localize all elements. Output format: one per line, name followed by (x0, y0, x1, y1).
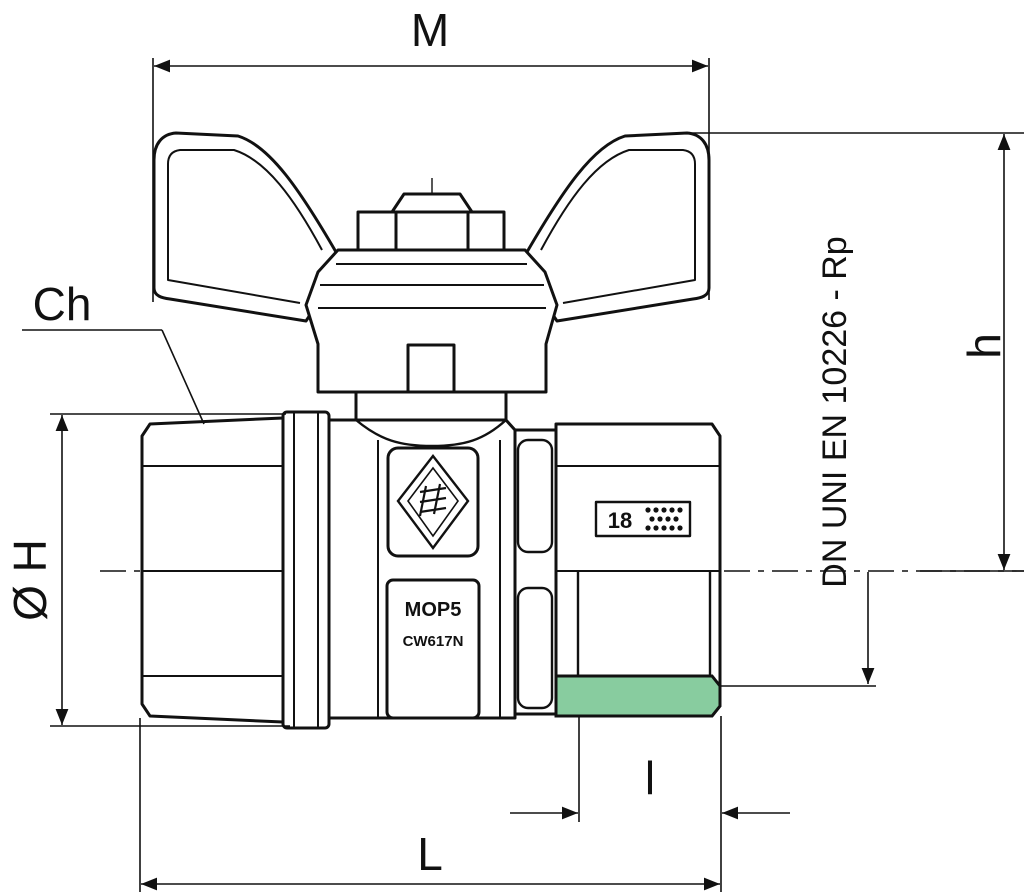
dim-diameter-h-label: Ø H (4, 539, 56, 621)
material-marking: CW617N (403, 633, 464, 650)
thread-standard-label: DN UNI EN 10226 - Rp (816, 236, 854, 587)
union-ring (281, 410, 331, 730)
dim-l-label: L (417, 828, 443, 880)
marking-plate (385, 578, 481, 720)
size-dots-icon (645, 507, 683, 531)
dim-m-label: M (411, 4, 449, 56)
right-collar-slot-bottom (516, 586, 554, 710)
body-shoulder (355, 419, 507, 448)
body-neck (354, 390, 508, 422)
logo-plate (386, 446, 480, 558)
handle-hub-edge (318, 263, 546, 309)
pressure-marking: MOP5 (405, 599, 462, 621)
butterfly-handle (152, 131, 711, 397)
dim-small-l-label: l (645, 752, 655, 804)
handle-right-wing-inner (540, 149, 696, 304)
dim-ch-leader-diagonal (161, 329, 205, 425)
valve-stem (406, 343, 456, 397)
right-collar-slot-top (516, 438, 554, 554)
dim-h-label: h (958, 333, 1010, 359)
dimension-lines (22, 58, 1024, 892)
stem-nut-right (466, 210, 506, 252)
stem-nut-left (356, 210, 398, 252)
manufacturer-logo-icon (396, 454, 470, 551)
stem-nut-top (390, 192, 474, 214)
thread-length-highlight (554, 674, 722, 718)
size-marking: 18 (608, 508, 632, 533)
dim-ch-label: Ch (33, 278, 92, 330)
stem-nut-center (394, 208, 470, 252)
handle-left-wing-inner (167, 149, 323, 304)
valve-body (140, 390, 722, 730)
